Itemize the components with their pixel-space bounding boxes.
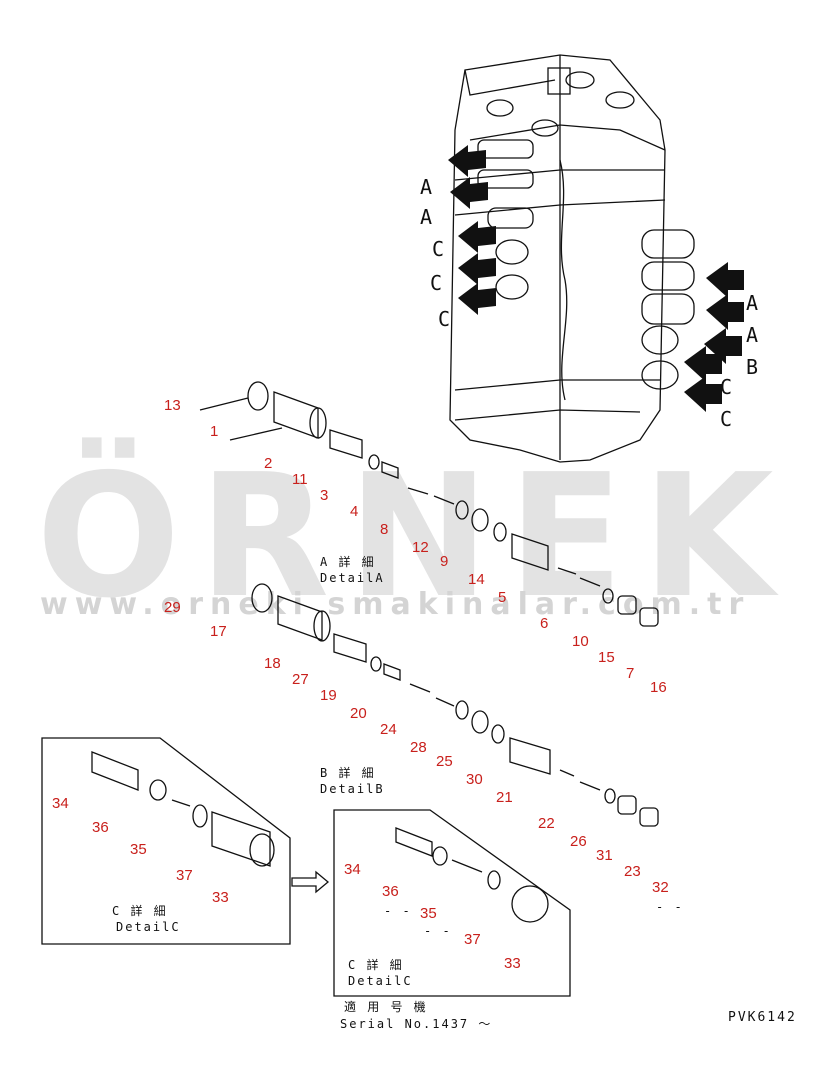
callout-a-11: 6 (540, 615, 549, 632)
callout-a-10: 5 (498, 589, 507, 606)
detail-a-jp: A 詳 細 (320, 555, 376, 569)
callout-b-9: 30 (466, 771, 483, 788)
detail-c1-box (41, 737, 291, 945)
callout-a-15: 16 (650, 679, 667, 696)
detail-b-jp: B 詳 細 (320, 766, 376, 780)
callout-a-6: 8 (380, 521, 389, 538)
dash-mark: - - (656, 900, 684, 914)
callout-a-13: 15 (598, 649, 615, 666)
callout-a-5: 4 (350, 503, 359, 520)
arrow-label-rc2: C (720, 407, 733, 431)
callout-c1-1: 36 (92, 819, 109, 836)
arrow-label-c3: C (438, 307, 451, 331)
callout-a-8: 9 (440, 553, 449, 570)
arrows-right (684, 262, 744, 412)
callout-c2-3: 37 (464, 931, 481, 948)
arrow-label-ra2: A (746, 323, 759, 347)
callout-b-4: 19 (320, 687, 337, 704)
arrow-label-a1: A (420, 175, 433, 199)
callout-b-11: 22 (538, 815, 555, 832)
detail-a-en: DetailA (320, 571, 385, 585)
arrow-label-c1: C (432, 237, 445, 261)
callout-b-0: 29 (164, 599, 181, 616)
callout-a-1: 1 (210, 423, 219, 440)
callout-a-7: 12 (412, 539, 429, 556)
callout-b-8: 25 (436, 753, 453, 770)
callout-b-15: 32 (652, 879, 669, 896)
callout-c1-2: 35 (130, 841, 147, 858)
callout-a-12: 10 (572, 633, 589, 650)
arrow-label-a2: A (420, 205, 433, 229)
callout-a-0: 13 (164, 397, 181, 414)
arrow-label-rc1: C (720, 375, 733, 399)
watermark-url: www.orneki smakinalar.com.tr (40, 587, 751, 622)
arrow-label-c2: C (430, 271, 443, 295)
callout-b-3: 27 (292, 671, 309, 688)
callout-b-12: 26 (570, 833, 587, 850)
callout-b-2: 18 (264, 655, 281, 672)
callout-b-1: 17 (210, 623, 227, 640)
serial-en: Serial No.1437 ～ (340, 1017, 493, 1031)
detail-b-en: DetailB (320, 782, 385, 796)
arrows-left (448, 145, 496, 315)
callout-a-3: 11 (292, 471, 308, 488)
callout-c1-0: 34 (52, 795, 69, 812)
callout-c2-0: 34 (344, 861, 361, 878)
callout-c2-2: 35 (420, 905, 437, 922)
dash-mark: - - (384, 904, 412, 918)
drawing-code: PVK6142 (728, 1010, 797, 1025)
detail-b-parts (251, 583, 659, 827)
callout-a-4: 3 (320, 487, 329, 504)
callout-b-13: 31 (596, 847, 613, 864)
callout-c1-4: 33 (212, 889, 229, 906)
arrow-label-rb: B (746, 355, 759, 379)
valve-block (449, 54, 695, 463)
callout-c2-4: 33 (504, 955, 521, 972)
callout-b-14: 23 (624, 863, 641, 880)
watermark-word: ÖRNEK (36, 438, 792, 636)
callout-b-5: 20 (350, 705, 367, 722)
callout-c2-1: 36 (382, 883, 399, 900)
callout-c1-3: 37 (176, 867, 193, 884)
callout-a-2: 2 (264, 455, 273, 472)
detail-c1-jp: C 詳 細 (112, 904, 168, 918)
callout-a-14: 7 (626, 665, 635, 682)
callout-b-10: 21 (496, 789, 513, 806)
detail-c1-en: DetailC (116, 920, 181, 934)
detail-c2-en: DetailC (348, 974, 413, 988)
callout-b-6: 24 (380, 721, 397, 738)
detail-c2-jp: C 詳 細 (348, 958, 404, 972)
detail-c2-box (333, 809, 571, 997)
detail-a-parts (199, 381, 659, 627)
arrow-label-ra1: A (746, 291, 759, 315)
callout-a-9: 14 (468, 571, 485, 588)
callout-b-7: 28 (410, 739, 427, 756)
serial-jp: 適 用 号 機 (344, 1000, 428, 1014)
dash-mark: - - (424, 924, 452, 938)
